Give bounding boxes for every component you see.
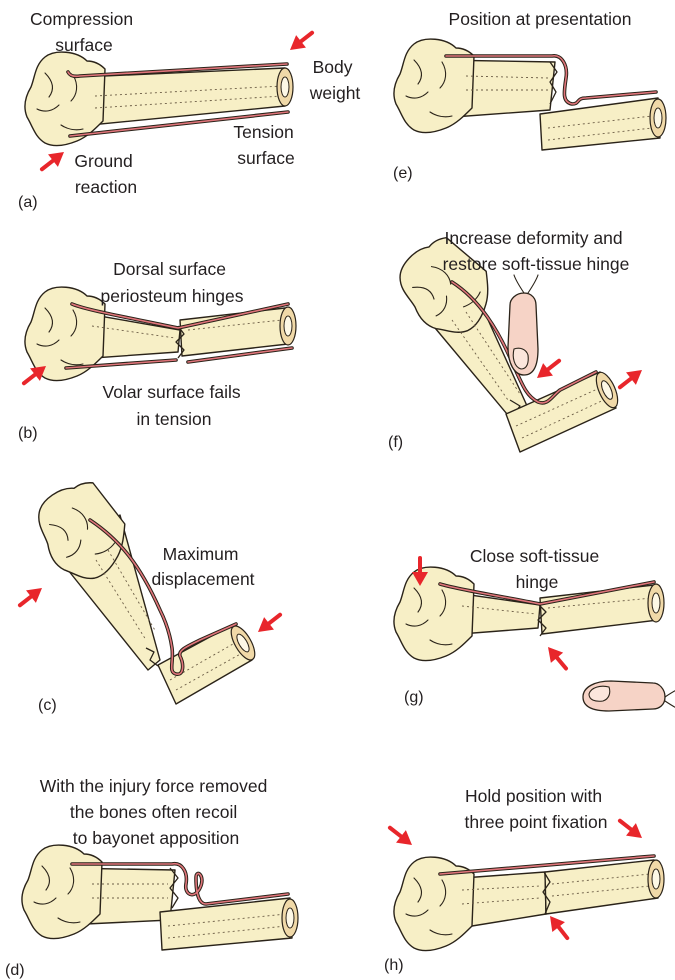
panel-c-caption: (c)	[38, 697, 57, 714]
bayonet-bone	[22, 845, 298, 950]
panel-h-caption: (h)	[384, 957, 404, 974]
panel-c: Maximum displacement (c)	[15, 470, 285, 714]
panel-d: With the injury force removed the bones …	[5, 776, 298, 979]
panel-g: Close soft-tissue hinge (g)	[394, 546, 675, 711]
volar-label: Volar surface fails in tension	[103, 382, 246, 429]
reduction-finger-f	[508, 275, 538, 375]
panel-e: Position at presentation (e)	[393, 9, 666, 182]
force-arrow-c-left	[15, 582, 47, 612]
reduction-finger-g	[583, 681, 675, 711]
recoil-label: With the injury force removed the bones …	[40, 776, 272, 848]
panel-b: Dorsal surface periosteum hinges Volar s…	[18, 259, 296, 442]
position-label: Position at presentation	[449, 9, 632, 29]
reduced-bone	[394, 856, 664, 951]
panel-f-caption: (f)	[388, 434, 403, 451]
dorsal-label: Dorsal surface periosteum hinges	[101, 259, 244, 306]
compression-label: Compression surface	[30, 9, 138, 55]
force-arrow-f-right	[615, 364, 647, 394]
body-weight-label: Body weight	[309, 57, 361, 103]
body-weight-arrow	[285, 26, 317, 56]
panel-h: Hold position with three point fixation …	[384, 786, 664, 974]
panel-e-caption: (e)	[393, 165, 413, 182]
ground-reaction-arrow	[37, 146, 69, 176]
force-arrow-h-right	[615, 814, 647, 844]
panel-f: Increase deformity and restore soft-tiss…	[384, 227, 647, 452]
increase-label: Increase deformity and restore soft-tiss…	[443, 228, 630, 274]
tension-label: Tension surface	[233, 122, 298, 168]
panel-b-caption: (b)	[18, 425, 38, 442]
force-arrow-g-bottom	[542, 642, 572, 674]
force-arrow-c-right	[253, 608, 285, 638]
panel-d-caption: (d)	[5, 962, 25, 979]
maximum-label: Maximum displacement	[151, 544, 254, 589]
panel-a-caption: (a)	[18, 194, 38, 211]
force-arrow-h-left	[385, 821, 417, 851]
force-arrow-h-bottom	[544, 911, 574, 943]
panel-a: Compression surface Body weight Tension …	[18, 9, 360, 211]
hold-label: Hold position with three point fixation	[464, 786, 607, 832]
close-label: Close soft-tissue hinge	[470, 546, 604, 592]
ground-reaction-label: Ground reaction	[74, 151, 137, 197]
panel-g-caption: (g)	[404, 689, 424, 706]
presentation-bone	[394, 39, 666, 150]
